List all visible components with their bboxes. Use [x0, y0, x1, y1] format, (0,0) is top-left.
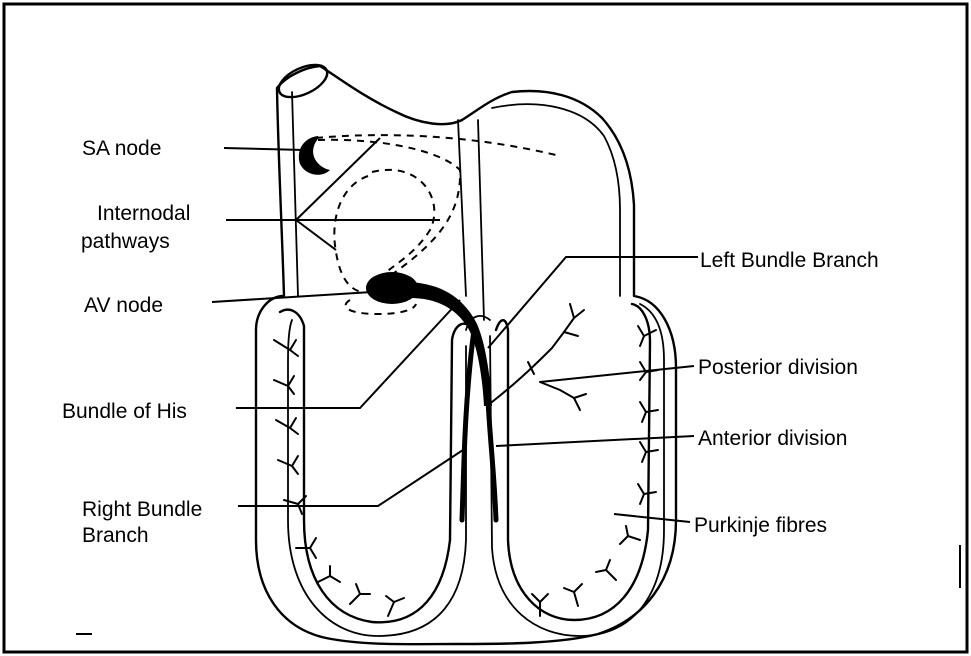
heart-outline	[256, 58, 676, 644]
vessel-opening	[274, 58, 332, 104]
av-node-and-bundle	[366, 272, 586, 520]
label-av-node: AV node	[84, 294, 163, 317]
label-bundle-of-his: Bundle of His	[62, 400, 187, 423]
label-anterior-division: Anterior division	[698, 427, 847, 450]
label-posterior-division: Posterior division	[698, 356, 858, 379]
sa-node	[299, 136, 330, 175]
diagram-border	[4, 4, 967, 652]
label-internodal-1: Internodal	[97, 202, 190, 225]
label-internodal-2: pathways	[81, 230, 170, 253]
right-bundle-branch	[462, 330, 474, 520]
label-left-bundle: Left Bundle Branch	[700, 249, 879, 272]
label-purkinje: Purkinje fibres	[694, 514, 827, 537]
label-sa-node: SA node	[82, 137, 161, 160]
internodal-pathways	[316, 135, 560, 314]
label-right-bundle-2: Branch	[82, 524, 149, 547]
label-right-bundle-1: Right Bundle	[82, 498, 202, 521]
